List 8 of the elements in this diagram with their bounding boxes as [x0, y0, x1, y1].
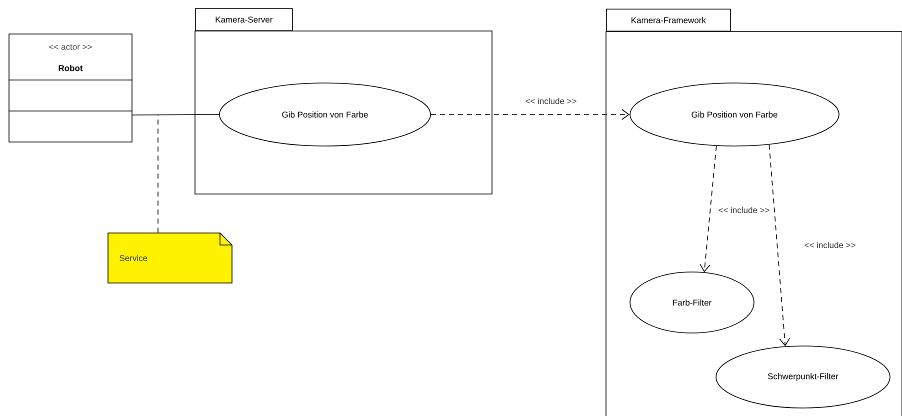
include-arrow — [700, 146, 717, 272]
actor-class-box: << actor >> Robot — [8, 34, 133, 142]
node-label: Kamera-Server — [216, 16, 273, 23]
association-line — [132, 114, 220, 116]
note-box: Service — [108, 232, 232, 284]
node-label: Kamera-Framework — [632, 16, 706, 24]
include-arrow — [430, 109, 630, 120]
include-arrow — [768, 144, 790, 346]
